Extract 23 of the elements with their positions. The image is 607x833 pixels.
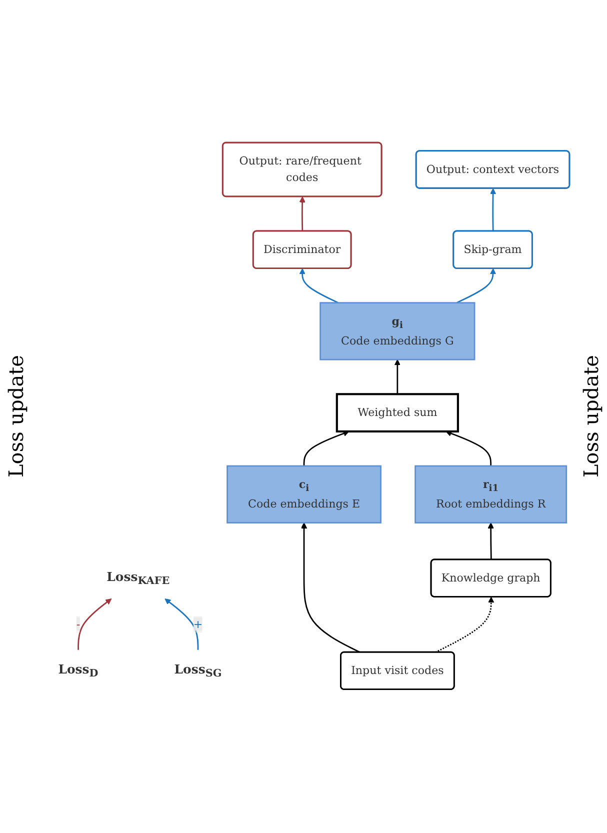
arrow [78, 598, 112, 650]
node-box: c$_{i}$ Code embeddings E [226, 464, 382, 523]
node-box: g$_{i}$ Code embeddings G [320, 302, 476, 360]
arrow [303, 430, 350, 466]
node-box: Weighted sum [336, 392, 459, 432]
arrow [456, 268, 496, 303]
arrow [394, 358, 400, 394]
edge-label: + [193, 616, 203, 630]
node-box: r$_{i1}$ Root embeddings R [414, 464, 568, 523]
arrow [435, 596, 494, 652]
arrow [299, 196, 306, 231]
bracket-label: Loss update [3, 355, 29, 478]
arrow [490, 188, 496, 231]
edge-label: - [76, 616, 80, 630]
arrow [164, 598, 199, 650]
arrow [446, 430, 492, 466]
node-text: Loss$_{KAFE}$ [106, 569, 170, 586]
bracket-label: Loss update [578, 355, 604, 478]
arrow [488, 522, 494, 560]
arrow [300, 522, 360, 652]
node-text: Loss$_{SG}$ [174, 662, 222, 679]
arrow [299, 268, 338, 303]
node-text: Loss$_{D}$ [58, 662, 98, 679]
